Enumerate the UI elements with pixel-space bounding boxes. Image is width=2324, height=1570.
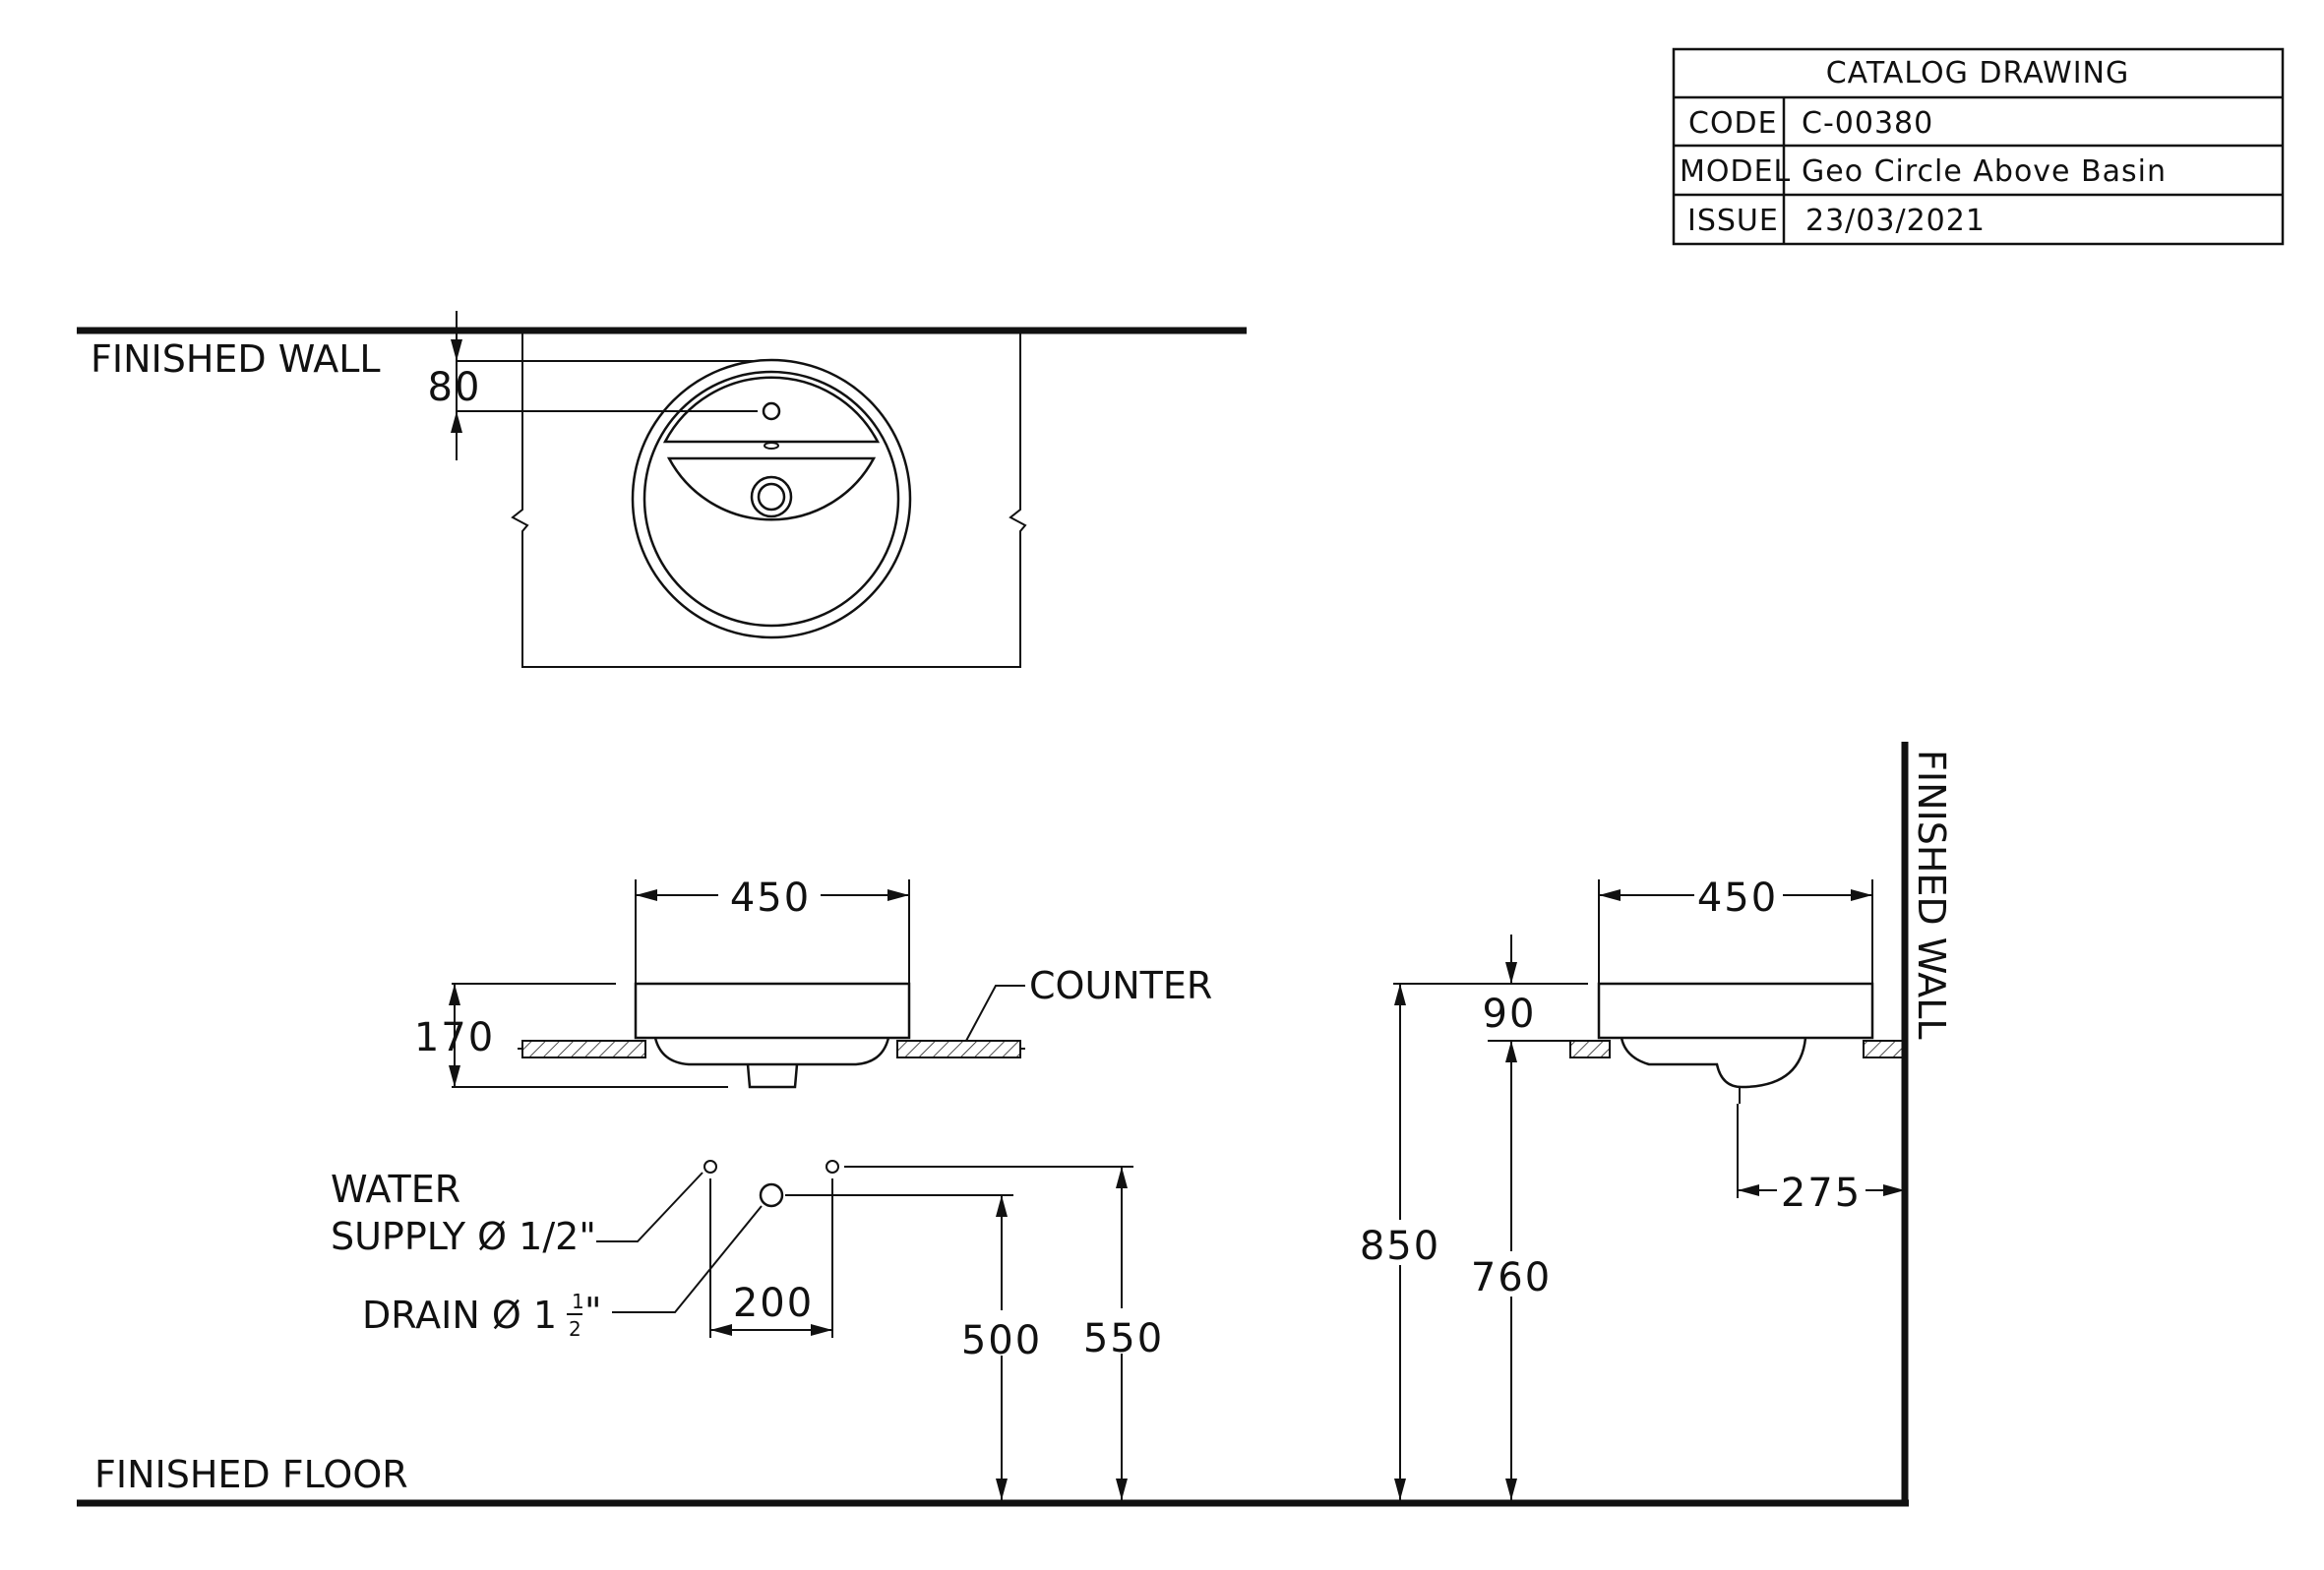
water-supply-left-point: [703, 1160, 717, 1174]
dim-side-width: 450: [1697, 876, 1778, 921]
dim-side-above-counter: 90: [1483, 992, 1537, 1037]
drain-frac-den: 2: [569, 1317, 581, 1341]
model-key: MODEL: [1680, 154, 1791, 189]
tap-hole-icon: [762, 401, 781, 421]
counter-plan-outline: [511, 332, 1027, 668]
overflow-icon: [764, 442, 779, 450]
counter-leader: [965, 985, 1025, 1042]
dim-counter-height: 760: [1471, 1255, 1552, 1300]
code-key: CODE: [1688, 106, 1778, 141]
dim-front-width: 450: [730, 876, 811, 921]
drain-suffix: ": [584, 1290, 601, 1333]
basin-front-waste: [746, 1063, 799, 1089]
model-value: Geo Circle Above Basin: [1802, 154, 2167, 189]
water-supply-leader: [596, 1172, 703, 1242]
basin-side-bowl: [1620, 1037, 1807, 1089]
title-block: CATALOG DRAWING CODE C-00380 MODEL Geo C…: [1672, 47, 2285, 246]
basin-bowl: [666, 456, 877, 521]
drain-frac-num: 1: [572, 1290, 584, 1313]
dim-drain-from-wall: 275: [1781, 1171, 1862, 1216]
finished-wall-side-label: FINISHED WALL: [1910, 750, 1953, 1040]
water-supply-right-point: [826, 1160, 839, 1174]
water-supply-label-line1: WATER: [331, 1168, 460, 1211]
drain-point-icon: [759, 1182, 784, 1208]
side-elevation: FINISHED WALL 450 90 275 850: [1358, 742, 1953, 1503]
counter-side-back: [1863, 1040, 1904, 1058]
dim-drain-height: 500: [961, 1318, 1042, 1363]
drain-leader: [612, 1205, 763, 1313]
basin-side-rim: [1597, 982, 1874, 1040]
finished-wall-top-label: FINISHED WALL: [91, 337, 381, 381]
plan-view: FINISHED WALL 80: [77, 311, 1247, 668]
basin-inner-rim: [642, 370, 900, 628]
drain-label: DRAIN Ø 1: [362, 1294, 557, 1337]
title-block-header: CATALOG DRAWING: [1826, 56, 2130, 91]
dim-supply-height: 550: [1083, 1316, 1164, 1361]
dim-tap-from-wall: 80: [428, 365, 482, 410]
issue-value: 23/03/2021: [1805, 204, 1986, 238]
drain-outer-icon: [750, 475, 793, 518]
water-supply-label-line2: SUPPLY Ø 1/2": [331, 1215, 596, 1258]
basin-outer-rim: [631, 358, 912, 639]
basin-front-rim: [634, 982, 911, 1040]
tap-deck: [662, 376, 881, 444]
dim-rim-height: 850: [1360, 1224, 1440, 1269]
code-value: C-00380: [1802, 106, 1933, 141]
basin-front-bowl: [653, 1037, 890, 1066]
issue-key: ISSUE: [1687, 204, 1779, 238]
counter-left-section: [521, 1040, 646, 1058]
front-elevation: 450 COUNTER 170 200: [331, 876, 1212, 1500]
finished-floor-label: FINISHED FLOOR: [94, 1453, 408, 1496]
dim-front-height: 170: [414, 1015, 495, 1060]
dim-supply-spacing: 200: [733, 1281, 814, 1326]
drain-inner-icon: [757, 482, 786, 512]
counter-label: COUNTER: [1029, 964, 1212, 1007]
counter-right-section: [896, 1040, 1021, 1058]
counter-side-front: [1569, 1040, 1611, 1058]
